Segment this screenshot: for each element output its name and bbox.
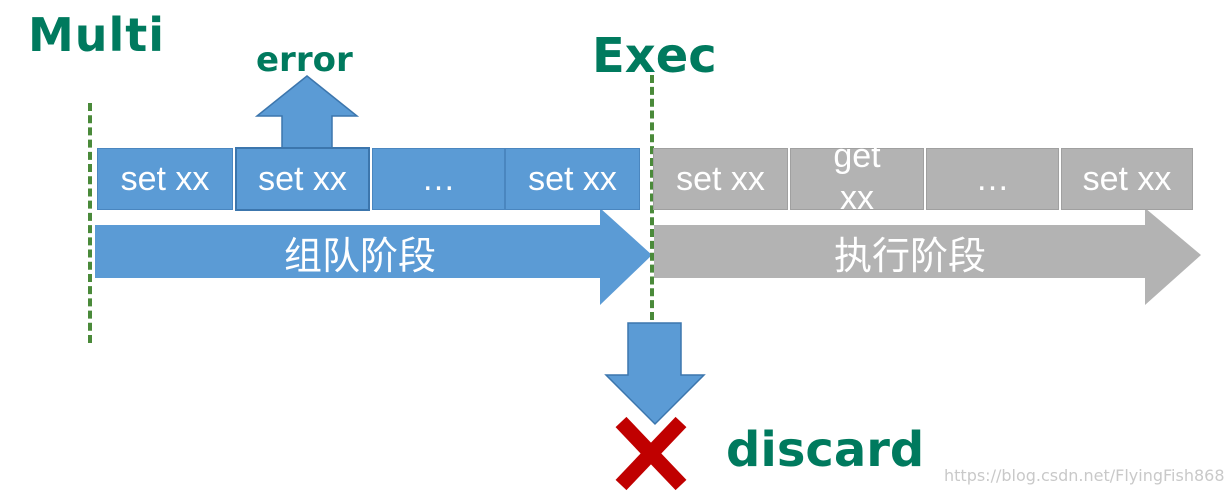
multi-boundary-line [88,103,92,343]
watermark: https://blog.csdn.net/FlyingFish868 [944,466,1225,485]
discard-label: discard [726,422,925,478]
queue-phase-arrow [95,208,652,305]
exec-command-4: set xx [1061,148,1193,210]
down-arrow-icon [604,322,706,426]
exec-label: Exec [592,28,717,84]
queued-command-2-error: set xx [235,147,370,211]
exec-command-2-text: get xx [833,137,881,217]
error-label: error [256,40,353,80]
exec-command-1: set xx [653,148,788,210]
queued-command-4: set xx [505,148,640,210]
queued-command-1: set xx [97,148,233,210]
queued-command-3: … [372,148,505,210]
exec-phase-arrow [654,208,1201,305]
exec-command-2: get xx [790,137,924,217]
multi-label: Multi [28,8,166,62]
exec-phase-label: 执行阶段 [834,234,987,278]
exec-boundary-line [650,75,654,320]
queue-phase-label: 组队阶段 [284,234,437,278]
cross-icon [615,416,687,491]
up-arrow-icon [254,75,360,156]
exec-command-3: … [926,148,1059,210]
